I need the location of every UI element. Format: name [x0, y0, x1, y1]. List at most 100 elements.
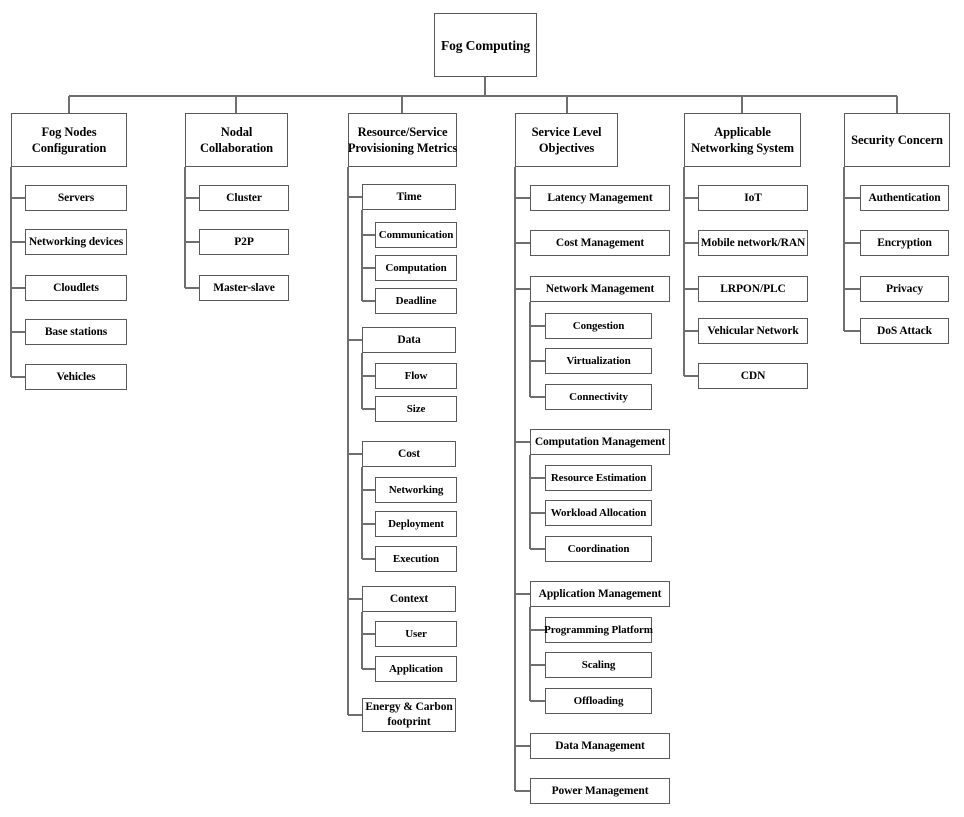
- connector-line: [10, 167, 12, 377]
- node-fog-computing: Fog Computing: [434, 13, 537, 77]
- connector-line: [185, 241, 199, 243]
- connector-line: [515, 197, 530, 199]
- node-service-level-objectives-label: Service Level Objectives: [531, 124, 602, 156]
- connector-line: [362, 234, 375, 236]
- connector-line: [684, 375, 698, 377]
- connector-line: [844, 242, 860, 244]
- node-base-stations: Base stations: [25, 319, 127, 345]
- node-p2p-label: P2P: [234, 235, 254, 248]
- connector-line: [362, 668, 375, 670]
- node-cost-label: Cost: [398, 447, 420, 460]
- node-coordination-label: Coordination: [567, 543, 630, 555]
- connector-line: [530, 477, 545, 479]
- node-vehicles: Vehicles: [25, 364, 127, 390]
- connector-line: [348, 453, 362, 455]
- node-context-label: Context: [389, 592, 429, 605]
- connector-line: [235, 96, 237, 113]
- node-workload-allocation: Workload Allocation: [545, 500, 652, 526]
- node-energy-carbon-footprint: Energy & Carbon footprint: [362, 698, 456, 732]
- connector-line: [362, 489, 375, 491]
- node-application-management-label: Application Management: [538, 587, 662, 600]
- connector-line: [530, 664, 545, 666]
- connector-line: [684, 242, 698, 244]
- node-cluster: Cluster: [199, 185, 289, 211]
- node-networking: Networking: [375, 477, 457, 503]
- node-size-label: Size: [406, 403, 426, 415]
- node-application-management: Application Management: [530, 581, 670, 607]
- connector-line: [844, 288, 860, 290]
- node-time-label: Time: [396, 190, 422, 203]
- connector-line: [741, 96, 743, 113]
- node-data-label: Data: [397, 333, 421, 346]
- node-iot-label: IoT: [744, 191, 762, 204]
- connector-line: [347, 167, 349, 715]
- node-application-label: Application: [389, 663, 443, 675]
- connector-line: [68, 96, 70, 113]
- node-scaling: Scaling: [545, 652, 652, 678]
- connector-line: [348, 196, 362, 198]
- connector-line: [11, 376, 25, 378]
- node-offloading: Offloading: [545, 688, 652, 714]
- node-congestion: Congestion: [545, 313, 652, 339]
- connector-line: [11, 331, 25, 333]
- node-energy-carbon-footprint-label: Energy & Carbon footprint: [365, 701, 453, 728]
- connector-line: [362, 633, 375, 635]
- node-p2p: P2P: [199, 229, 289, 255]
- node-virtualization-label: Virtualization: [566, 355, 631, 367]
- node-base-stations-label: Base stations: [44, 325, 108, 338]
- node-nodal-collaboration: Nodal Collaboration: [185, 113, 288, 167]
- connector-line: [684, 288, 698, 290]
- node-user-label: User: [405, 628, 427, 640]
- connector-line: [11, 287, 25, 289]
- node-application: Application: [375, 656, 457, 682]
- node-computation-management: Computation Management: [530, 429, 670, 455]
- node-programming-platform: Programming Platform: [544, 617, 653, 643]
- node-flow: Flow: [375, 363, 457, 389]
- node-latency-management-label: Latency Management: [547, 191, 653, 204]
- node-applicable-networking-system-label: Applicable Networking System: [691, 124, 794, 156]
- connector-line: [348, 339, 362, 341]
- node-cost-management: Cost Management: [530, 230, 670, 256]
- connector-line: [362, 408, 375, 410]
- node-lrpon-plc: LRPON/PLC: [698, 276, 808, 302]
- connector-line: [348, 598, 362, 600]
- node-context: Context: [362, 586, 456, 612]
- node-execution-label: Execution: [392, 553, 440, 565]
- node-communication-label: Communication: [378, 229, 454, 241]
- connector-line: [361, 612, 363, 669]
- node-service-level-objectives: Service Level Objectives: [515, 113, 618, 167]
- connector-line: [530, 360, 545, 362]
- connector-line: [361, 210, 363, 301]
- node-time: Time: [362, 184, 456, 210]
- node-size: Size: [375, 396, 457, 422]
- node-networking-devices-label: Networking devices: [28, 235, 124, 248]
- node-scaling-label: Scaling: [581, 659, 616, 671]
- connector-line: [184, 167, 186, 288]
- node-master-slave-label: Master-slave: [213, 281, 275, 294]
- connector-line: [361, 353, 363, 409]
- node-latency-management: Latency Management: [530, 185, 670, 211]
- node-cdn-label: CDN: [740, 369, 766, 382]
- node-congestion-label: Congestion: [572, 320, 625, 332]
- node-cluster-label: Cluster: [226, 191, 262, 204]
- connector-line: [684, 330, 698, 332]
- node-connectivity-label: Connectivity: [569, 391, 628, 403]
- node-servers: Servers: [25, 185, 127, 211]
- node-networking-devices: Networking devices: [25, 229, 127, 255]
- connector-line: [515, 441, 530, 443]
- connector-line: [683, 167, 685, 376]
- node-computation-label: Computation: [385, 262, 447, 274]
- node-deadline: Deadline: [375, 288, 457, 314]
- node-data-management: Data Management: [530, 733, 670, 759]
- node-encryption: Encryption: [860, 230, 949, 256]
- node-computation: Computation: [375, 255, 457, 281]
- node-power-management: Power Management: [530, 778, 670, 804]
- node-vehicles-label: Vehicles: [56, 370, 96, 383]
- node-execution: Execution: [375, 546, 457, 572]
- node-resource-service-provisioning-metrics: Resource/Service Provisioning Metrics: [348, 113, 457, 167]
- connector-line: [529, 607, 531, 701]
- node-user: User: [375, 621, 457, 647]
- node-cloudlets: Cloudlets: [25, 275, 127, 301]
- connector-line: [843, 167, 845, 331]
